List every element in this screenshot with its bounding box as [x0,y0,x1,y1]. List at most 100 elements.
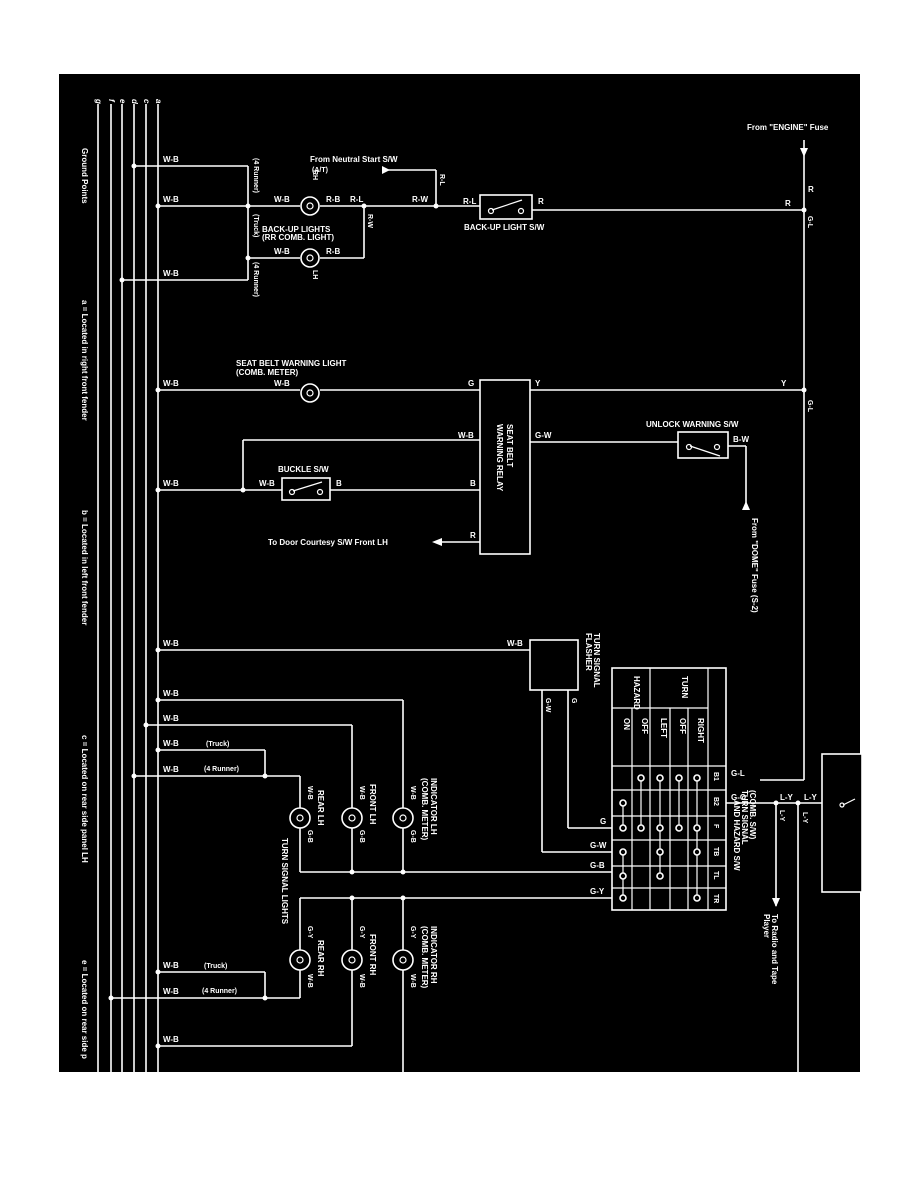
switch-terminal-tl: TL [712,871,719,880]
ground-letter-c: c [142,99,151,104]
wire-b-buckle: B [336,479,342,488]
turn-lh-section [131,697,612,875]
wire-gw-relay: G-W [535,431,552,440]
wire-gw-flasher: G-W [544,698,551,713]
ground-note-a: a = Located in right front fender [80,300,89,421]
turn-flasher-box [529,639,579,691]
seatbelt-relay-box [479,379,531,555]
ground-letters: g f e d c a [94,98,163,105]
wire-wb-rear-lh: W-B [306,786,313,800]
backup-light-lh-icon [300,248,320,268]
backup-light-rh-icon [300,196,320,216]
wire-wb-flasher: W-B [507,639,523,648]
switch-terminal-tr: TR [712,894,719,903]
supply-rail [760,140,808,781]
wire-g-switch: G [600,817,606,826]
wire-wb-ground-1: W-B [163,155,179,164]
wire-g-flasher: G [570,698,577,704]
turn-flasher-label-1: TURN SIGNAL [592,633,601,688]
wire-wb-front-rh: W-B [358,974,365,988]
unlock-switch-box [677,431,729,459]
turn-front-lh-icon [341,807,363,829]
backup-rh-label: RH [311,170,318,180]
wire-wb-backup-rh: W-B [274,195,290,204]
turn-flasher-section [155,639,612,853]
turn-indicator-lh-icon [392,807,414,829]
wire-wb-flasher-ground: W-B [163,639,179,648]
wire-wb-ground-2: W-B [163,195,179,204]
diagram-panel [59,74,860,1072]
wire-gw-switch: G-W [590,841,607,850]
wire-wb-relay: W-B [458,431,474,440]
wire-gy-front-rh: G-Y [358,926,365,939]
wire-rw-backup: R-W [412,195,428,204]
ground-letter-g: g [94,98,103,104]
wire-gb-ind-lh: G-B [409,830,416,843]
ground-bus [97,104,159,1072]
wire-gl-switch: G-L [731,769,745,778]
switch-terminal-b1: B1 [712,772,719,781]
turn-lh-truck: (Truck) [206,741,229,748]
switch-row-right: RIGHT [696,718,705,743]
neutral-start-label: From Neutral Start S/W [310,155,398,164]
wire-gb-rear-lh: G-B [306,830,313,843]
wire-rb-backup-rh: R-B [326,195,340,204]
backup-lights-sub: (RR COMB. LIGHT) [262,233,334,242]
wire-gy-rear-rh: G-Y [306,926,313,939]
switch-group-turn: TURN [680,676,689,698]
wire-b-relay: B [470,479,476,488]
door-courtesy-label: To Door Courtesy S/W Front LH [268,538,388,547]
turn-ind-lh-label-1: INDICATOR LH [429,778,438,835]
turn-indicator-rh-icon [392,949,414,971]
turn-flasher-label-2: FLASHER [584,633,593,671]
switch-row-off-1: OFF [640,718,649,734]
neutral-start-at-label: (A/T) [312,167,328,174]
ground-note-e: e = Located on rear side p [80,960,89,1059]
backup-runner-1: (4 Runner) [252,158,259,193]
ground-letter-e: e [118,99,127,104]
switch-group-hazard: HAZARD [632,676,641,710]
wire-go-switch: G-O [731,793,746,802]
wire-rw-backup-vert: R-W [366,214,373,228]
seatbelt-relay-label-2: WARNING RELAY [495,424,504,492]
wire-wb-front-lh: W-B [358,786,365,800]
wire-wb-seatbelt-ground: W-B [163,379,179,388]
ground-note-c: c = Located on rear side panel LH [80,735,89,863]
backup-lh-label: LH [311,270,318,279]
seatbelt-light-label: SEAT BELT WARNING LIGHT [236,359,346,368]
turn-lights-label: TURN SIGNAL LIGHTS [280,838,289,925]
backup-light-switch-box [479,194,533,220]
wire-wb-seatbelt-light: W-B [274,379,290,388]
wire-wb-backup-lh: W-B [274,247,290,256]
wire-ly-radio: L-Y [778,810,785,822]
turn-rear-rh-label: REAR RH [316,940,325,977]
seatbelt-relay-label-1: SEAT BELT [505,424,514,467]
wire-rb-backup-lh: R-B [326,247,340,256]
wire-r-switch: R [538,197,544,206]
wire-gy-switch: G-Y [590,887,605,896]
wire-wb-ground-3: W-B [163,269,179,278]
wire-gb-switch: G-B [590,861,605,870]
turn-front-lh-label: FRONT LH [368,784,377,825]
radio-connector-box [821,753,863,893]
backup-runner-2: (4 Runner) [252,262,259,297]
wire-wb-ind-rh: W-B [409,974,416,988]
turn-ind-rh-label-2: (COMB. METER) [420,926,429,989]
turn-rear-lh-icon [289,807,311,829]
wire-gl-rail-2: G-L [806,400,813,413]
switch-terminal-tb: TB [712,847,719,856]
dome-fuse-label: From "DOME" Fuse (S-2) [750,518,759,613]
wire-wb-turn-6: W-B [163,987,179,996]
turn-lh-runner: (4 Runner) [204,766,239,773]
wire-ly-2: L-Y [804,793,818,802]
wire-r-relay: R [470,531,476,540]
backup-section [119,163,807,283]
seatbelt-section [155,379,804,555]
wire-gy-ind-rh: G-Y [409,926,416,939]
turn-rh-section [108,895,612,1072]
turn-rear-rh-icon [289,949,311,971]
wire-wb-buckle: W-B [259,479,275,488]
switch-terminal-f: F [712,824,719,829]
unlock-switch-label: UNLOCK WARNING S/W [646,420,739,429]
